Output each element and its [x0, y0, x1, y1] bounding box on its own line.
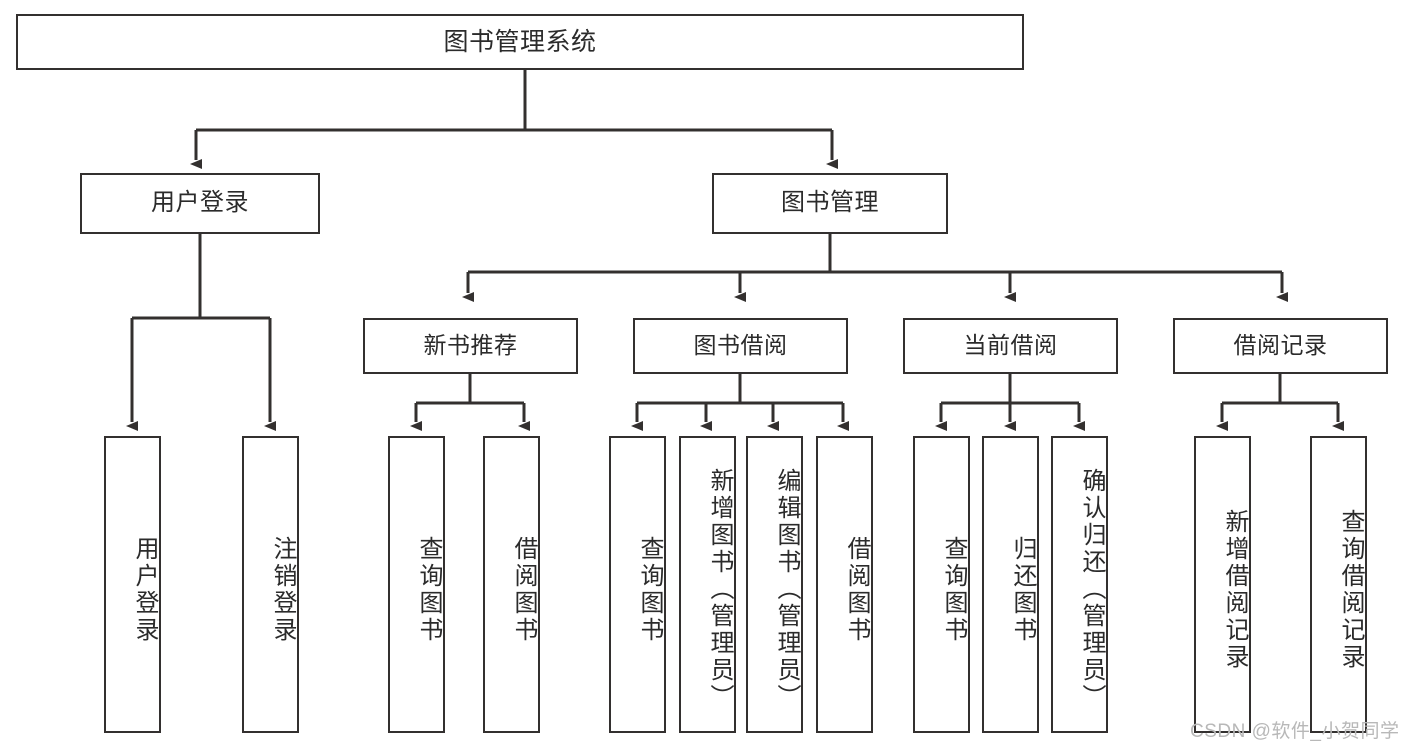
node-book-management-label: 图书管理	[781, 189, 879, 217]
leaf-query-borrow-record-label: 查询借阅记录	[1337, 508, 1364, 671]
node-borrow-records[interactable]: 借阅记录	[1173, 318, 1388, 374]
leaf-borrow-book-recommend[interactable]: 借阅图书	[483, 436, 540, 733]
leaf-borrow-book-recommend-label: 借阅图书	[510, 535, 537, 644]
leaf-query-book-current-label: 查询图书	[940, 535, 967, 644]
node-user-login[interactable]: 用户登录	[80, 173, 320, 234]
node-book-management[interactable]: 图书管理	[712, 173, 948, 234]
leaf-user-login[interactable]: 用户登录	[104, 436, 161, 733]
node-book-borrow-label: 图书借阅	[693, 332, 788, 359]
node-new-book-recommend-label: 新书推荐	[423, 332, 518, 359]
leaf-query-book-current[interactable]: 查询图书	[913, 436, 970, 733]
leaf-query-book-recommend-label: 查询图书	[415, 535, 442, 644]
leaf-confirm-return-admin[interactable]: 确认归还（管理员）	[1051, 436, 1108, 733]
leaf-borrow-book-label: 借阅图书	[843, 535, 870, 644]
node-root-label: 图书管理系统	[443, 28, 597, 56]
leaf-query-book-recommend[interactable]: 查询图书	[388, 436, 445, 733]
leaf-logout-label: 注销登录	[269, 535, 296, 644]
node-new-book-recommend[interactable]: 新书推荐	[363, 318, 578, 374]
node-borrow-records-label: 借阅记录	[1233, 332, 1328, 359]
leaf-query-book-borrow-label: 查询图书	[636, 535, 663, 644]
node-current-borrow[interactable]: 当前借阅	[903, 318, 1118, 374]
leaf-add-borrow-record[interactable]: 新增借阅记录	[1194, 436, 1251, 733]
watermark-text: CSDN @软件_小贺同学	[1190, 721, 1400, 742]
leaf-query-borrow-record[interactable]: 查询借阅记录	[1310, 436, 1367, 733]
leaf-query-book-borrow[interactable]: 查询图书	[609, 436, 666, 733]
leaf-confirm-return-admin-label: 确认归还（管理员）	[1078, 468, 1105, 711]
node-current-borrow-label: 当前借阅	[963, 332, 1058, 359]
leaf-add-book-admin[interactable]: 新增图书（管理员）	[679, 436, 736, 733]
leaf-return-book-label: 归还图书	[1009, 535, 1036, 644]
leaf-add-borrow-record-label: 新增借阅记录	[1221, 508, 1248, 671]
leaf-user-login-label: 用户登录	[131, 535, 158, 644]
leaf-return-book[interactable]: 归还图书	[982, 436, 1039, 733]
node-root[interactable]: 图书管理系统	[16, 14, 1024, 70]
node-book-borrow[interactable]: 图书借阅	[633, 318, 848, 374]
leaf-logout[interactable]: 注销登录	[242, 436, 299, 733]
leaf-borrow-book[interactable]: 借阅图书	[816, 436, 873, 733]
leaf-edit-book-admin[interactable]: 编辑图书（管理员）	[746, 436, 803, 733]
leaf-edit-book-admin-label: 编辑图书（管理员）	[773, 468, 800, 711]
leaf-add-book-admin-label: 新增图书（管理员）	[706, 468, 733, 711]
node-user-login-label: 用户登录	[151, 189, 249, 217]
